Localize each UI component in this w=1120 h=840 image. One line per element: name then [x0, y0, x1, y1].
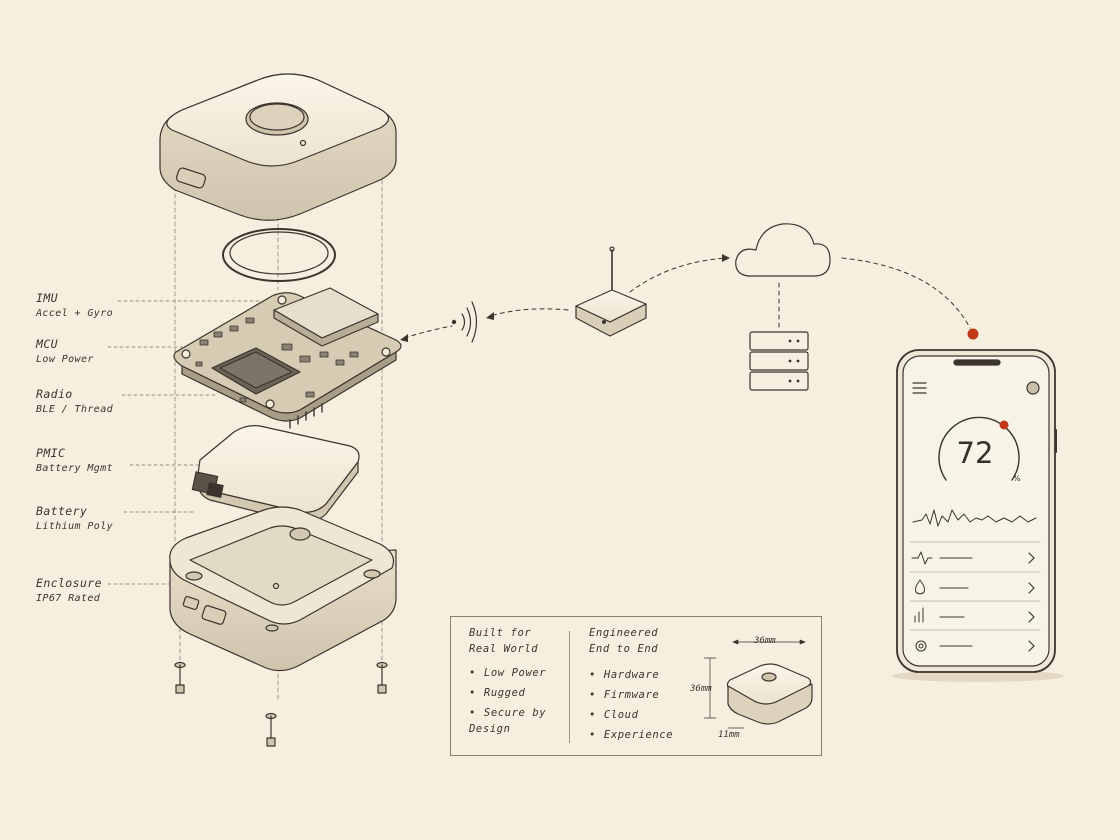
callout-radio: Radio BLE / Thread	[36, 387, 113, 417]
cloud-icon	[735, 223, 831, 277]
feature-item: Low Power	[469, 665, 565, 681]
callout-title: PMIC	[36, 446, 66, 460]
callout-subtitle: Lithium Poly	[36, 521, 114, 532]
server-stack-icon	[749, 331, 809, 391]
dimension-height: 36mm	[690, 684, 712, 694]
feature-item: Firmware	[589, 687, 699, 703]
gauge-marker	[999, 420, 1009, 430]
callout-title: Enclosure	[36, 576, 102, 590]
device-dimension-sketch	[703, 639, 813, 729]
activity-sparkline	[912, 509, 1037, 527]
feature-item: Secure by Design	[469, 705, 555, 737]
callout-title: IMU	[36, 291, 58, 305]
gauge-arc	[938, 416, 1020, 481]
bars-icon	[914, 607, 924, 623]
built-for-column: Built for Real World Low Power Rugged Se…	[469, 625, 565, 741]
circuit-board	[173, 287, 402, 429]
callout-title: MCU	[36, 337, 58, 351]
callout-mcu: MCU Low Power	[36, 337, 94, 367]
mounting-screws	[174, 661, 388, 747]
column-heading: Engineered	[589, 627, 659, 639]
column-divider	[569, 631, 570, 743]
callout-title: Battery	[36, 504, 88, 518]
engineered-column: Engineered End to End Hardware Firmware …	[589, 625, 699, 747]
callout-imu: IMU Accel + Gyro	[36, 291, 113, 321]
gateway-hub	[575, 246, 647, 337]
menu-icon	[912, 382, 927, 394]
feature-item: Rugged	[469, 685, 565, 701]
callout-title: Radio	[36, 387, 73, 401]
drop-icon	[915, 579, 925, 595]
column-heading: End to End	[589, 643, 659, 655]
connection-endpoint-dot	[967, 328, 979, 340]
gauge-value: 72	[956, 436, 994, 470]
feature-item: Hardware	[589, 667, 699, 683]
callout-pmic: PMIC Battery Mgmt	[36, 446, 113, 476]
pulse-icon	[911, 551, 933, 565]
callout-subtitle: Low Power	[36, 354, 94, 365]
dimension-depth: 11mm	[718, 730, 740, 740]
callout-subtitle: IP67 Rated	[36, 593, 101, 604]
feature-item: Cloud	[589, 707, 699, 723]
wireless-signal-icon	[451, 301, 478, 343]
callout-leaders	[107, 300, 261, 585]
feature-item: Experience	[589, 727, 699, 743]
connection-arrows	[403, 257, 971, 339]
callout-battery: Battery Lithium Poly	[36, 504, 113, 534]
column-heading: Built for	[469, 627, 532, 639]
smartphone	[892, 349, 1064, 682]
avatar	[1026, 381, 1040, 395]
callout-subtitle: Accel + Gyro	[36, 308, 114, 319]
settings-icon	[915, 640, 927, 652]
callout-enclosure: Enclosure IP67 Rated	[36, 576, 102, 606]
chevron-right-icons	[1028, 552, 1035, 652]
callout-subtitle: Battery Mgmt	[36, 463, 114, 474]
callout-subtitle: BLE / Thread	[36, 404, 114, 415]
device-bottom-enclosure	[169, 506, 397, 672]
device-top-lid	[159, 73, 397, 221]
gasket-ring	[222, 228, 336, 282]
feature-info-box: Built for Real World Low Power Rugged Se…	[450, 616, 822, 756]
gauge-unit: %	[1013, 474, 1021, 483]
column-heading: Real World	[469, 643, 539, 655]
dimension-width: 36mm	[754, 636, 776, 646]
